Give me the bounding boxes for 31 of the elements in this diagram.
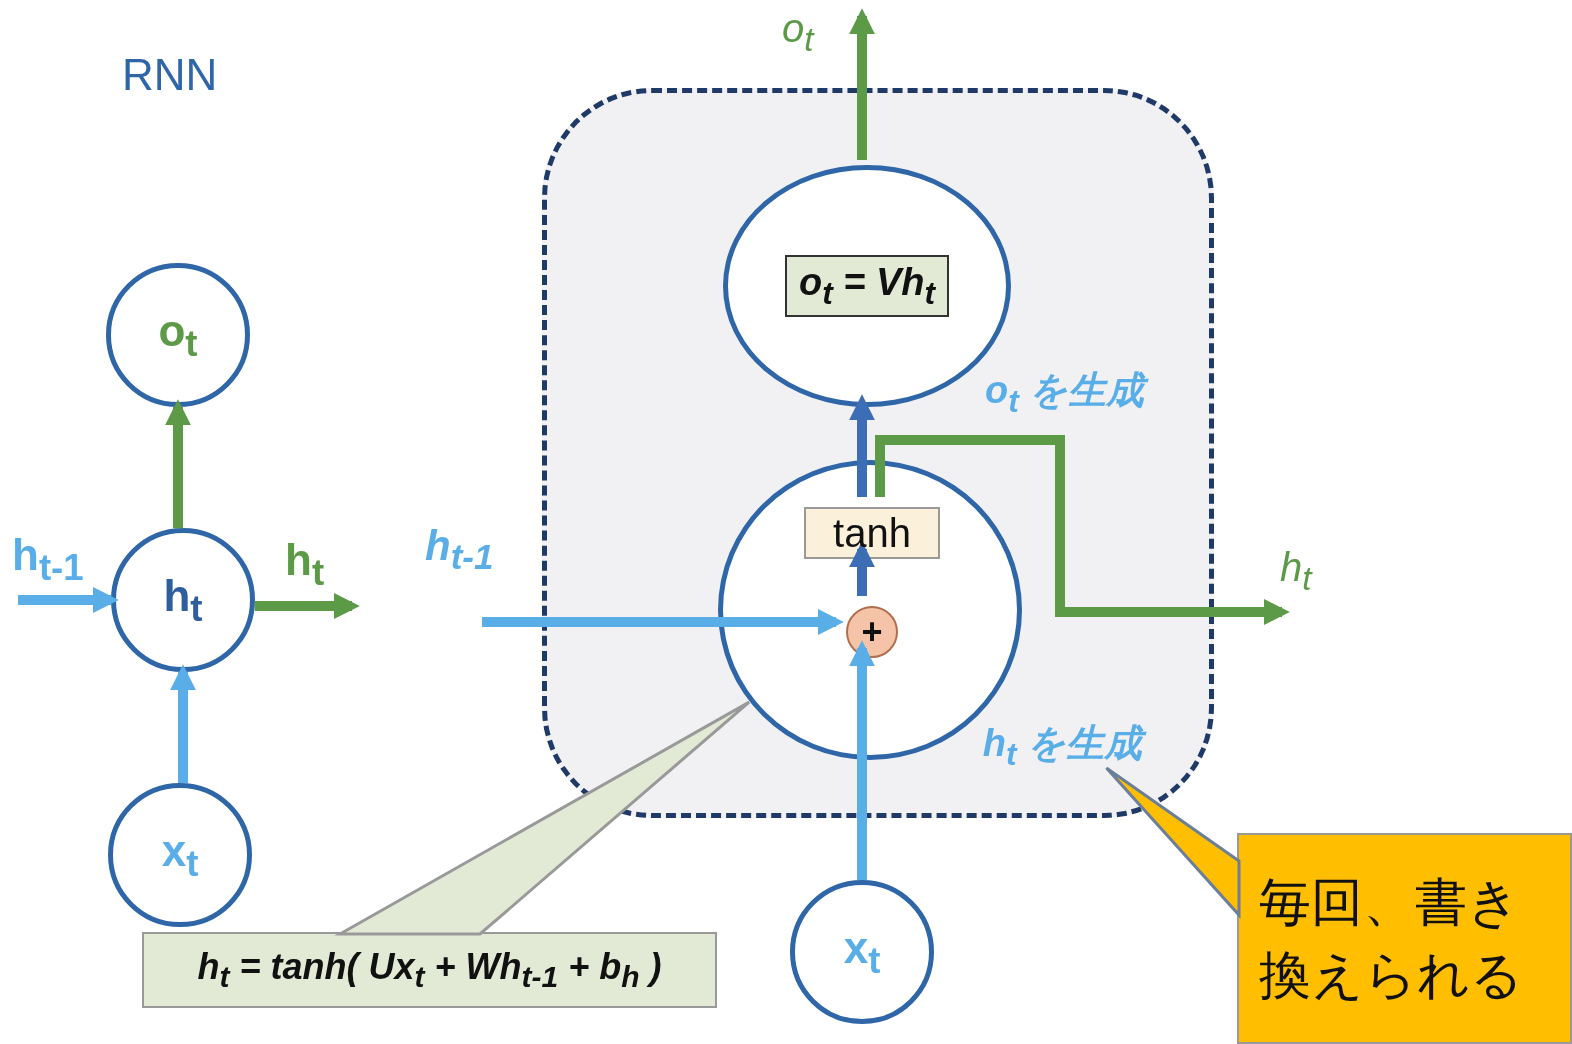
note-callout (1237, 833, 1572, 1044)
node-label: + (861, 611, 883, 653)
arrow (254, 593, 360, 619)
node-label: h$_{t}$ (163, 570, 203, 630)
formula-callout (142, 932, 717, 1008)
arrow (170, 664, 196, 784)
cell-region (542, 88, 1214, 818)
arrow (849, 640, 875, 880)
title: RNN (122, 50, 218, 100)
callout-text: 毎回、書き換えられる (1259, 871, 1524, 1006)
arrow (849, 394, 875, 497)
node-label: tanh (833, 510, 911, 556)
node-label: o$_{t}$ (158, 305, 198, 365)
tanh-box (804, 507, 940, 559)
node-label: x$_{t}$ (843, 922, 881, 982)
arrow (482, 609, 844, 635)
node-label: x$_{t}$ (161, 825, 199, 885)
callout-pointer (334, 700, 751, 936)
arrow (18, 587, 119, 613)
edge-label: h$_{t}$ (285, 535, 325, 594)
arrow (165, 399, 191, 529)
arrow (849, 8, 875, 160)
sum-circle (846, 606, 898, 658)
formula: o$_{t}$ = Vh$_{t}$ (784, 254, 950, 318)
edge-label: h$_{t-1}$ (425, 522, 494, 578)
callout-pointer (1104, 766, 1241, 919)
edge-label: o$_{t}$ (782, 6, 814, 59)
edge-label: h$_{t-1}$ (12, 530, 84, 589)
arrow (875, 435, 1290, 625)
callout-text: h$_{t}$ = tanh( Ux$_{t}$ + Wh$_{t-1}$ + b$_{h}$ ) (197, 945, 662, 995)
edge-label: h$_{t}$ (1280, 545, 1312, 598)
